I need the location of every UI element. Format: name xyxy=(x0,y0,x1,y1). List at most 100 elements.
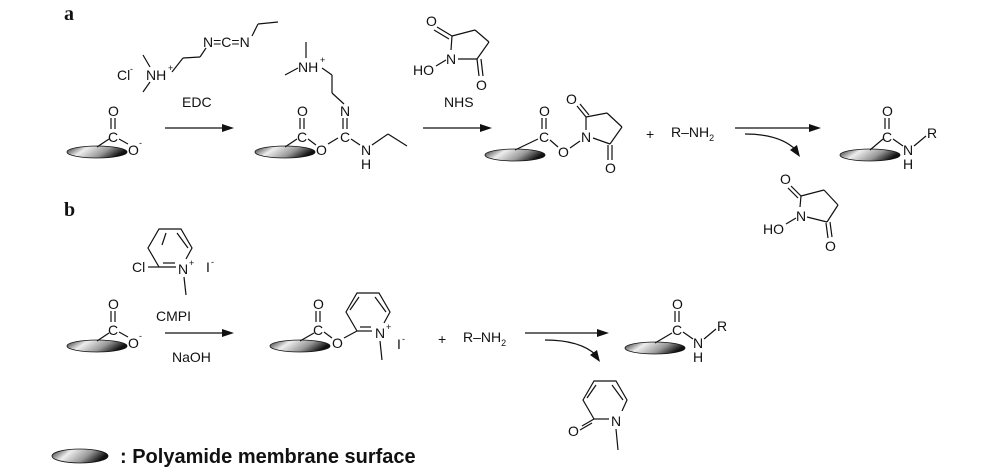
membrane-surface-icon xyxy=(51,448,109,464)
atom-label: N xyxy=(361,142,371,158)
membrane-surface-icon xyxy=(269,339,331,353)
atom-label: O xyxy=(825,238,836,254)
cmpi-structure: N+ Cl I- CMPI xyxy=(132,228,214,324)
atom-label: I xyxy=(206,259,210,275)
panel-label-b: b xyxy=(64,199,75,221)
membrane-surface-icon xyxy=(66,145,128,159)
atom-label: 2 xyxy=(501,338,506,348)
atom-label: N xyxy=(903,142,913,158)
atom-label: O xyxy=(605,160,616,176)
amide-product-a: O C N H R xyxy=(839,103,937,172)
arrow-b2 xyxy=(525,329,609,362)
arrow-b1 xyxy=(165,329,234,337)
atom-label: C xyxy=(539,129,549,145)
nhs-structure: O N O HO NHS xyxy=(413,13,490,110)
atom-label: C xyxy=(340,129,350,145)
atom-label: R xyxy=(717,318,727,334)
atom-label: C xyxy=(108,129,118,145)
atom-label: O xyxy=(882,103,893,119)
atom-label: I xyxy=(397,336,401,352)
amide-product-b: O C N H R xyxy=(624,296,727,365)
atom-label: O xyxy=(672,296,683,312)
atom-label: N xyxy=(375,325,385,341)
atom-label: O xyxy=(426,13,437,29)
atom-label: NH xyxy=(298,59,318,75)
pyridinium-ester-intermediate: O C O N+ I- xyxy=(269,292,405,361)
atom-label: + xyxy=(386,322,391,332)
legend-text: : Polyamide membrane surface xyxy=(120,446,416,468)
atom-label: C xyxy=(108,322,118,338)
surface-carboxylate-b: O C O - xyxy=(66,296,142,353)
atom-label: - xyxy=(211,257,214,267)
atom-label: O xyxy=(539,103,550,119)
membrane-surface-icon xyxy=(624,341,686,355)
atom-label: O xyxy=(566,91,577,107)
atom-label: HO xyxy=(763,221,784,237)
amine-reagent: R–NH2 xyxy=(463,329,506,348)
atom-label: O xyxy=(128,142,139,158)
atom-label: O xyxy=(297,103,308,119)
atom-label: C xyxy=(882,129,892,145)
atom-label: C xyxy=(672,322,682,338)
o-acylisourea-intermediate: O C O C N N H NH+ xyxy=(254,42,408,172)
atom-label: R–NH xyxy=(671,124,709,140)
reagent-label-naoh: NaOH xyxy=(172,349,211,365)
atom-label: - xyxy=(130,64,133,74)
plus-sign: + xyxy=(438,331,446,347)
atom-label: - xyxy=(139,331,142,341)
atom-label: O xyxy=(780,171,791,187)
arrow-a1 xyxy=(165,124,234,132)
reagent-label-edc: EDC xyxy=(182,94,212,110)
atom-label: O xyxy=(313,296,324,312)
atom-label: O xyxy=(558,144,569,160)
edc-structure: Cl- NH+ N=C=N EDC xyxy=(117,21,279,110)
atom-label: N xyxy=(796,208,806,224)
membrane-surface-icon xyxy=(484,148,546,162)
amine-reagent: R–NH2 xyxy=(671,124,714,143)
membrane-surface-icon xyxy=(254,145,316,159)
atom-label: N xyxy=(446,51,456,67)
atom-label: NH xyxy=(146,67,166,83)
atom-label: H xyxy=(693,349,703,365)
reagent-label-cmpi: CMPI xyxy=(156,308,191,324)
atom-label: R xyxy=(927,125,937,141)
atom-label: N=C=N xyxy=(203,34,250,50)
reagent-label-nhs: NHS xyxy=(444,94,474,110)
atom-label: N xyxy=(693,335,703,351)
surface-carboxylate-a: O C O - xyxy=(66,103,142,159)
atom-label: C xyxy=(313,322,323,338)
atom-label: N xyxy=(581,129,591,145)
plus-sign: + xyxy=(646,126,654,142)
atom-label: + xyxy=(168,63,173,73)
atom-label: 2 xyxy=(709,133,714,143)
atom-label: - xyxy=(139,138,142,148)
atom-label: N xyxy=(178,261,188,277)
atom-label: O xyxy=(128,335,139,351)
atom-label: O xyxy=(108,296,119,312)
atom-label: Cl xyxy=(132,259,145,275)
panel-label-a: a xyxy=(64,3,74,25)
atom-label: O xyxy=(332,335,343,351)
pyridone-byproduct: O N xyxy=(568,380,628,451)
atom-label: O xyxy=(108,103,119,119)
atom-label: C xyxy=(297,129,307,145)
atom-label: O xyxy=(476,77,487,93)
atom-label: O xyxy=(568,423,579,439)
membrane-surface-icon xyxy=(839,148,901,162)
atom-label: + xyxy=(320,55,325,65)
atom-label: Cl xyxy=(117,67,130,83)
legend: : Polyamide membrane surface xyxy=(51,446,416,468)
atom-label: H xyxy=(903,156,913,172)
nhs-byproduct: O N O HO xyxy=(763,171,839,254)
atom-label: + xyxy=(189,258,194,268)
atom-label: N xyxy=(611,413,621,429)
atom-label: N xyxy=(340,103,350,119)
arrow-a2 xyxy=(423,124,492,132)
membrane-surface-icon xyxy=(66,339,128,353)
atom-label: R–NH xyxy=(463,329,501,345)
atom-label: HO xyxy=(413,62,434,78)
nhs-ester-intermediate: O C O N O O xyxy=(484,91,623,176)
atom-label: O xyxy=(316,142,327,158)
